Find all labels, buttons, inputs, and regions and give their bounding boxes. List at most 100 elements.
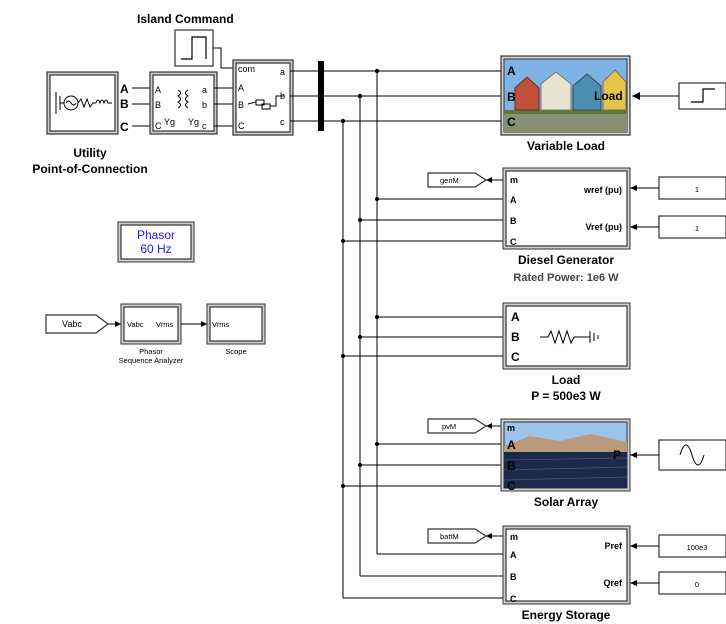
variable-load-port-a: A [507, 64, 516, 78]
transformer-port-left-a: A [155, 85, 161, 95]
transformer-port-left-c: C [155, 121, 162, 131]
diesel-generator-block[interactable] [503, 168, 630, 249]
diesel-port-b: B [510, 216, 517, 226]
solar-port-p: P [613, 448, 621, 462]
analyzer-label-line1: Phasor [139, 347, 163, 356]
diesel-port-m: m [510, 175, 518, 185]
transformer-port-left-b: B [155, 100, 161, 110]
diesel-port-c: C [510, 237, 517, 247]
breaker-port-out-a: a [280, 67, 285, 77]
diesel-wref-label: wref (pu) [583, 185, 622, 195]
pv-meas-tag-label: pvM [442, 422, 456, 431]
utility-port-a: A [120, 82, 129, 96]
gen-meas-tag-label: genM [440, 176, 459, 185]
storage-port-b: B [510, 572, 517, 582]
storage-qref-value: 0 [695, 580, 699, 589]
arrow-icon [630, 580, 637, 586]
variable-load-step-block[interactable] [679, 83, 726, 109]
rect [504, 452, 627, 488]
diesel-vref-label: Vref (pu) [585, 222, 622, 232]
variable-load-port-load: Load [594, 89, 623, 103]
breaker-port-out-c: c [280, 117, 285, 127]
storage-port-c: C [510, 594, 517, 604]
island-command-step-block[interactable] [175, 30, 213, 66]
load-port-b: B [511, 330, 520, 344]
phasor-line1: Phasor [137, 228, 175, 242]
utility-source-block[interactable] [47, 72, 118, 134]
diesel-vref-const-block[interactable] [659, 216, 726, 238]
transformer-winding-right: Yg [188, 117, 199, 127]
diesel-vref-value: 1 [695, 224, 699, 233]
junction-c [341, 119, 345, 123]
utility-title: Utility [73, 146, 107, 160]
diesel-wref-const-block[interactable] [659, 177, 726, 199]
breaker-port-in-c: C [238, 121, 245, 131]
solar-port-m: m [507, 423, 515, 433]
junction-a [375, 69, 379, 73]
storage-pref-value: 100e3 [687, 543, 708, 552]
breaker-port-com: com [238, 64, 255, 74]
utility-port-b: B [120, 97, 129, 111]
transformer-port-right-b: b [202, 100, 207, 110]
solar-port-c: C [507, 479, 516, 493]
pv-meas-goto-tag[interactable] [428, 419, 486, 433]
storage-qref-const-block[interactable] [659, 572, 726, 594]
variable-load-port-c: C [507, 115, 516, 129]
solar-port-a: A [507, 438, 516, 452]
diesel-title: Diesel Generator [518, 253, 614, 267]
diesel-wref-value: 1 [695, 185, 699, 194]
island-command-label: Island Command [137, 12, 234, 26]
rect [504, 114, 627, 132]
variable-load-port-b: B [507, 90, 516, 104]
breaker-port-out-b: b [280, 91, 285, 101]
arrow-icon [486, 177, 492, 183]
arrow-icon [486, 533, 492, 539]
energy-storage-block[interactable] [503, 526, 630, 604]
scope-label: Scope [225, 347, 246, 356]
solar-array-block[interactable] [501, 419, 630, 491]
analyzer-out-port: Vrms [156, 320, 173, 329]
transformer-winding-left: Yg [164, 117, 175, 127]
storage-pref-label: Pref [604, 541, 623, 551]
main-bus-bar[interactable] [318, 61, 324, 131]
load-block[interactable] [503, 303, 630, 369]
storage-port-a: A [510, 550, 517, 560]
analyzer-in-port: Vabc [127, 320, 144, 329]
breaker-port-in-a: A [238, 83, 244, 93]
variable-load-title: Variable Load [527, 139, 605, 153]
load-title: Load [552, 373, 581, 387]
breaker-port-in-b: B [238, 100, 244, 110]
arrow-icon [201, 321, 207, 327]
load-subtitle: P = 500e3 W [531, 389, 601, 403]
solar-port-b: B [507, 459, 516, 473]
utility-subtitle: Point-of-Connection [32, 162, 147, 176]
batt-meas-tag-label: battM [440, 532, 459, 541]
storage-qref-label: Qref [603, 578, 623, 588]
transformer-port-right-c: c [202, 121, 207, 131]
arrow-icon [630, 543, 637, 549]
arrow-icon [486, 423, 492, 429]
diesel-subtitle: Rated Power: 1e6 W [513, 272, 619, 284]
solar-title: Solar Array [534, 495, 599, 509]
scope-port: Vrms [212, 320, 229, 329]
utility-port-c: C [120, 120, 129, 134]
storage-title: Energy Storage [522, 608, 611, 622]
arrow-icon [115, 321, 121, 327]
storage-port-m: m [510, 532, 518, 542]
load-port-c: C [511, 350, 520, 364]
solar-sine-block[interactable] [659, 440, 726, 470]
arrow-icon [630, 185, 637, 191]
diesel-port-a: A [510, 195, 517, 205]
load-port-a: A [511, 310, 520, 324]
analyzer-label-line2: Sequence Analyzer [119, 356, 184, 365]
vabc-tag-label: Vabc [62, 319, 82, 329]
phasor-line2: 60 Hz [140, 242, 171, 256]
arrow-icon [630, 452, 637, 458]
arrow-icon [632, 92, 640, 100]
arrow-icon [630, 224, 637, 230]
transformer-port-right-a: a [202, 85, 207, 95]
junction-b [358, 94, 362, 98]
island-command-wire [213, 48, 233, 68]
